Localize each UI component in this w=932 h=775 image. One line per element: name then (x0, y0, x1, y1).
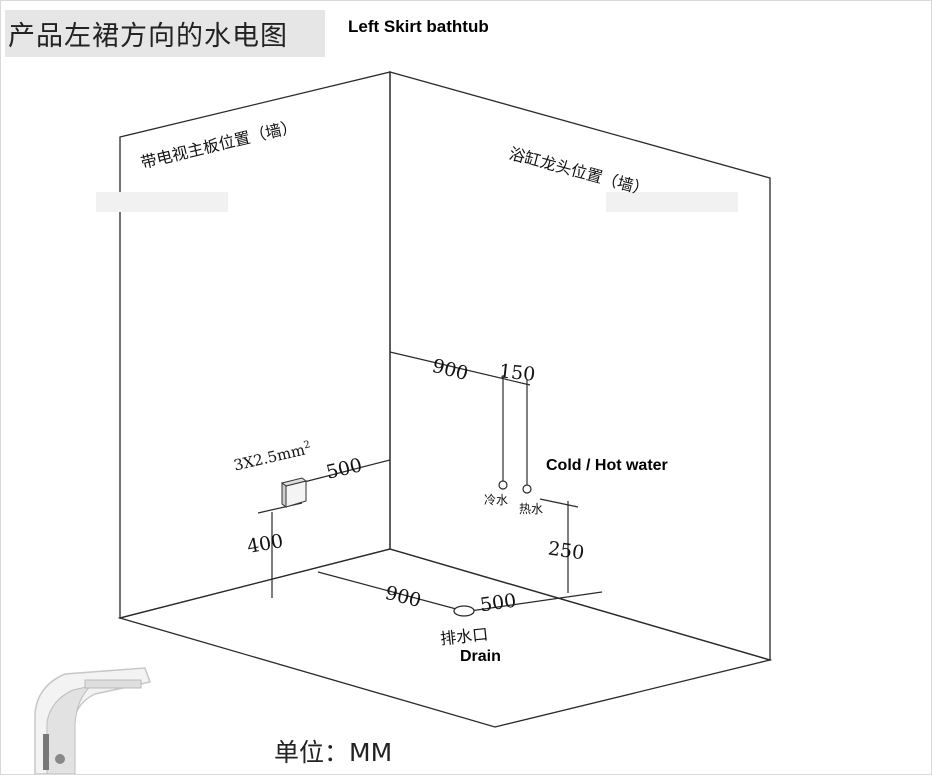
dim-line-500-drain (469, 591, 603, 612)
drain-label-en: Drain (460, 648, 501, 665)
page-title-cn: 产品左裙方向的水电图 (8, 21, 288, 52)
dim-line-900-faucet (389, 351, 531, 386)
hot-water-label: 热水 (519, 502, 544, 516)
drain-icon (453, 605, 475, 617)
page-title-en: Left Skirt bathtub (348, 17, 489, 36)
watermark-right (606, 192, 738, 212)
cold-hot-water-label: Cold / Hot water (546, 457, 668, 474)
dim-line-500-power (303, 459, 391, 483)
floor (117, 548, 773, 728)
unit-label: 单位：MM (274, 738, 393, 767)
bathtub-thumbnail (34, 667, 151, 774)
thumb-control-strip (43, 734, 49, 770)
thumb-shelf (84, 679, 142, 689)
room-outline (117, 71, 773, 728)
cold-water-label: 冷水 (484, 493, 509, 507)
header-band (5, 10, 325, 57)
watermark-left (96, 192, 228, 212)
dim-line-900-drain (317, 571, 461, 611)
thumb-control-knob (55, 754, 65, 764)
dim-tick-250-top (539, 498, 579, 508)
power-box-icon (280, 477, 308, 508)
cold-water-outlet-icon (498, 480, 508, 490)
hot-water-outlet-icon (522, 484, 532, 494)
dim-label-150: 150 (497, 360, 537, 386)
drain-label-cn: 排水口 (439, 624, 490, 649)
